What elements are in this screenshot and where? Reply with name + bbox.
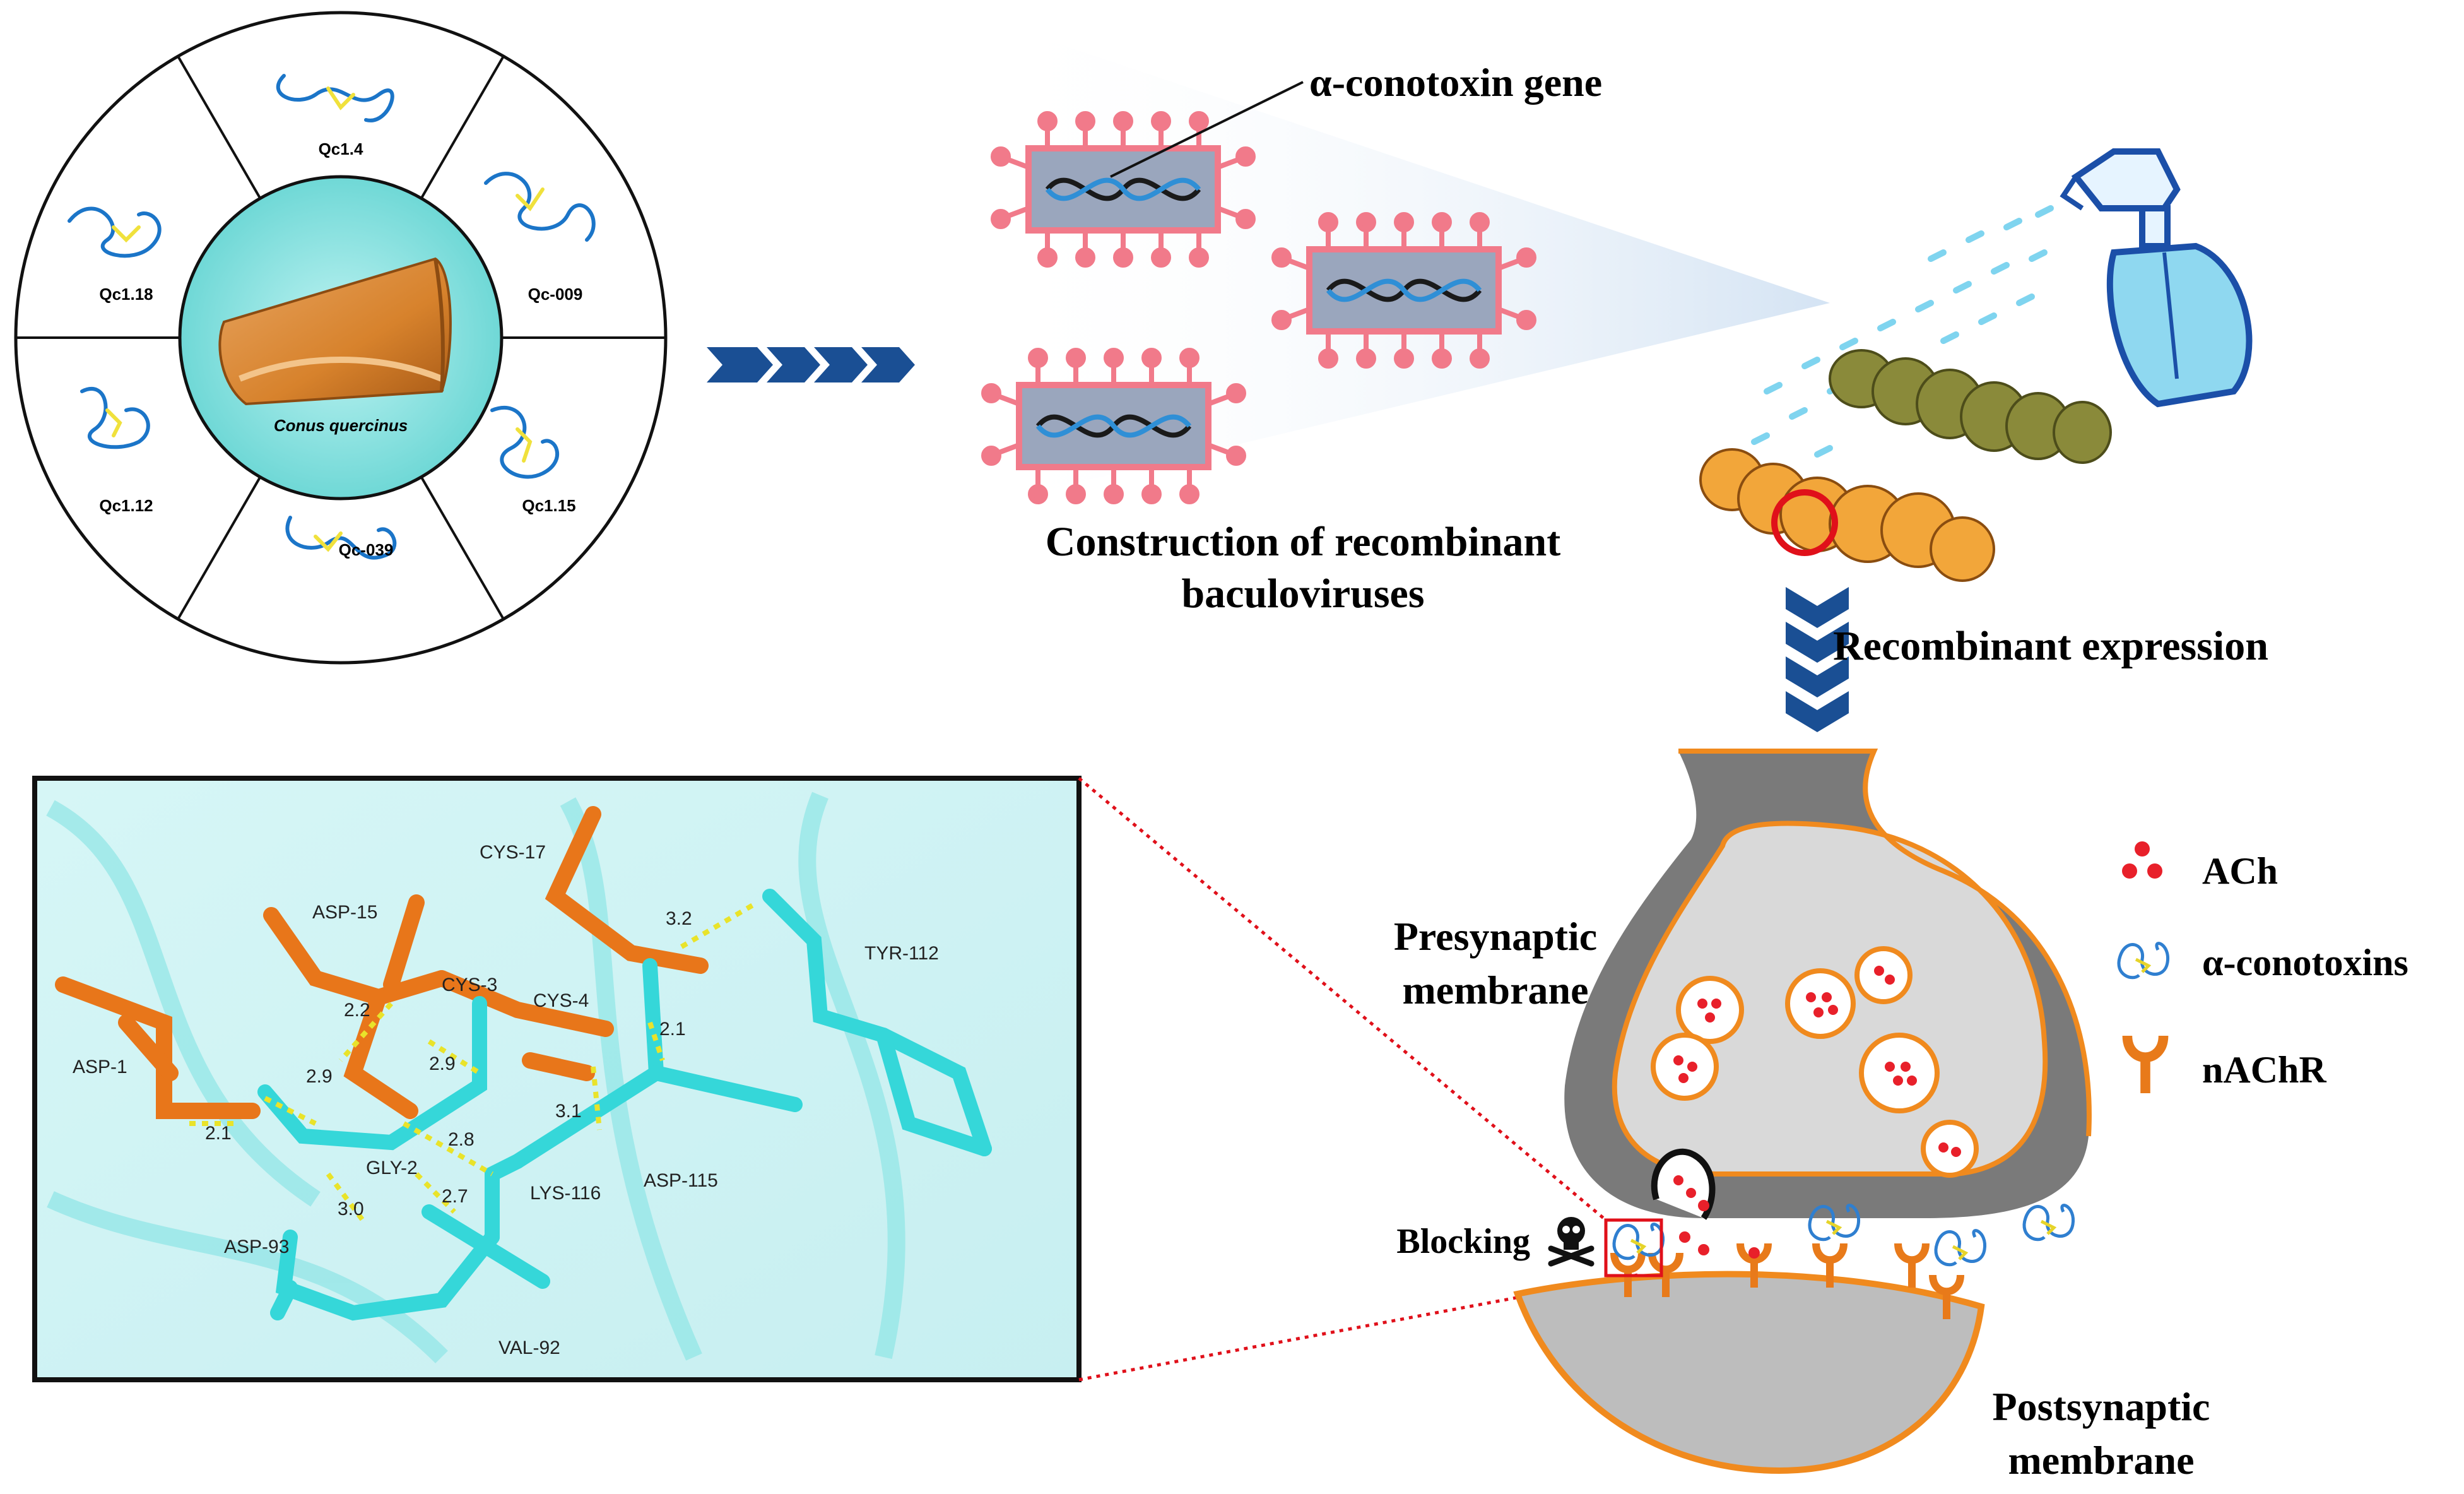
ach-dots-icon bbox=[2122, 841, 2162, 879]
distance-label: 2.8 bbox=[448, 1129, 475, 1150]
conotoxin-icon bbox=[1614, 1224, 1663, 1259]
residue-label-cys17: CYS-17 bbox=[480, 842, 546, 863]
legend-label-nachr: nAChR bbox=[2202, 1049, 2326, 1091]
residue-label-gly2: GLY-2 bbox=[366, 1158, 418, 1178]
residue-label-asp115: ASP-115 bbox=[644, 1170, 718, 1191]
residue-label-asp1: ASP-1 bbox=[73, 1057, 127, 1077]
blocking-highlight-box bbox=[1604, 1218, 1663, 1278]
gene-label: α-conotoxin gene bbox=[1309, 60, 1602, 105]
docking-panel: CYS-17 ASP-15 TYR-112 CYS-3 CYS-4 ASP-1 … bbox=[32, 776, 1082, 1382]
residue-label-asp93: ASP-93 bbox=[224, 1236, 289, 1257]
species-label: Conus quercinus bbox=[274, 416, 408, 435]
presynaptic-label-line2: membrane bbox=[1402, 968, 1588, 1012]
distance-label: 3.2 bbox=[666, 908, 692, 929]
skull-crossbones-icon bbox=[1551, 1217, 1591, 1264]
residue-label-cys3: CYS-3 bbox=[442, 975, 497, 995]
larva-green-icon bbox=[1829, 349, 2112, 464]
peptide-structure-icons bbox=[68, 74, 596, 560]
distance-label: 2.9 bbox=[306, 1066, 333, 1087]
residue-label-lys116: LYS-116 bbox=[530, 1183, 601, 1204]
residue-label-tyr112: TYR-112 bbox=[864, 943, 939, 964]
infection-site-marker bbox=[1771, 489, 1838, 556]
segment-label-4: Qc-039 bbox=[339, 540, 394, 559]
legend: ACh α-conotoxins nAChR bbox=[2119, 841, 2408, 1093]
peptide-wheel: Qc1.4 Qc-009 Qc1.15 Qc-039 Qc1.12 Qc1.18… bbox=[14, 11, 668, 665]
postsynaptic-label-line1: Postsynaptic bbox=[1993, 1384, 2210, 1429]
distance-label: 2.7 bbox=[442, 1186, 468, 1207]
cone-shell-icon bbox=[218, 257, 452, 406]
conotoxin-icon bbox=[2024, 1206, 2073, 1240]
distance-label: 2.2 bbox=[344, 1000, 370, 1021]
distance-label: 2.9 bbox=[429, 1053, 456, 1074]
residue-label-val92: VAL-92 bbox=[498, 1337, 560, 1358]
ach-dots bbox=[1673, 966, 1961, 1157]
distance-label: 2.1 bbox=[205, 1123, 232, 1144]
residue-label-cys4: CYS-4 bbox=[533, 990, 589, 1011]
segment-label-6: Qc1.18 bbox=[99, 285, 153, 304]
synapse-diagram: Blocking Presynaptic membrane Postsynapt… bbox=[1394, 749, 2210, 1483]
hydrogen-bond-dashes bbox=[189, 900, 759, 1226]
process-arrow bbox=[707, 347, 915, 382]
baculovirus-panel: α-conotoxin gene Construction of recombi… bbox=[984, 19, 1830, 617]
presynaptic-label-line1: Presynaptic bbox=[1394, 914, 1597, 959]
larva-orange-icon bbox=[1699, 448, 1995, 582]
zoom-connector bbox=[1078, 777, 1638, 1382]
segment-label-2: Qc-009 bbox=[528, 285, 583, 304]
distance-label: 3.1 bbox=[555, 1101, 582, 1122]
segment-label-1: Qc1.4 bbox=[319, 139, 363, 158]
segment-label-5: Qc1.12 bbox=[99, 496, 153, 515]
distance-label: 3.0 bbox=[338, 1199, 364, 1219]
legend-label-ach: ACh bbox=[2202, 850, 2278, 892]
receptor-icon bbox=[1898, 1243, 1926, 1288]
spray-bottle-icon bbox=[2060, 148, 2253, 408]
expression-label: Recombinant expression bbox=[1833, 623, 2268, 669]
receptor-sticks bbox=[257, 889, 992, 1321]
receptor-icon bbox=[2122, 1035, 2169, 1093]
segment-label-3: Qc1.15 bbox=[522, 496, 575, 515]
postsynaptic-label-line2: membrane bbox=[2008, 1438, 2194, 1483]
baculovirus-caption-line2: baculoviruses bbox=[1181, 571, 1424, 617]
distance-label: 2.1 bbox=[659, 1019, 686, 1040]
legend-label-conotoxins: α-conotoxins bbox=[2202, 942, 2408, 983]
conotoxin-icon bbox=[2119, 944, 2168, 978]
conotoxin-icon bbox=[1936, 1231, 1985, 1265]
expression-arrow bbox=[1786, 587, 1849, 732]
residue-label-asp15: ASP-15 bbox=[312, 902, 377, 923]
baculovirus-caption-line1: Construction of recombinant bbox=[1046, 519, 1560, 565]
blocking-label: Blocking bbox=[1396, 1222, 1530, 1261]
ligand-sticks bbox=[55, 806, 709, 1119]
vesicles bbox=[1651, 946, 1979, 1178]
